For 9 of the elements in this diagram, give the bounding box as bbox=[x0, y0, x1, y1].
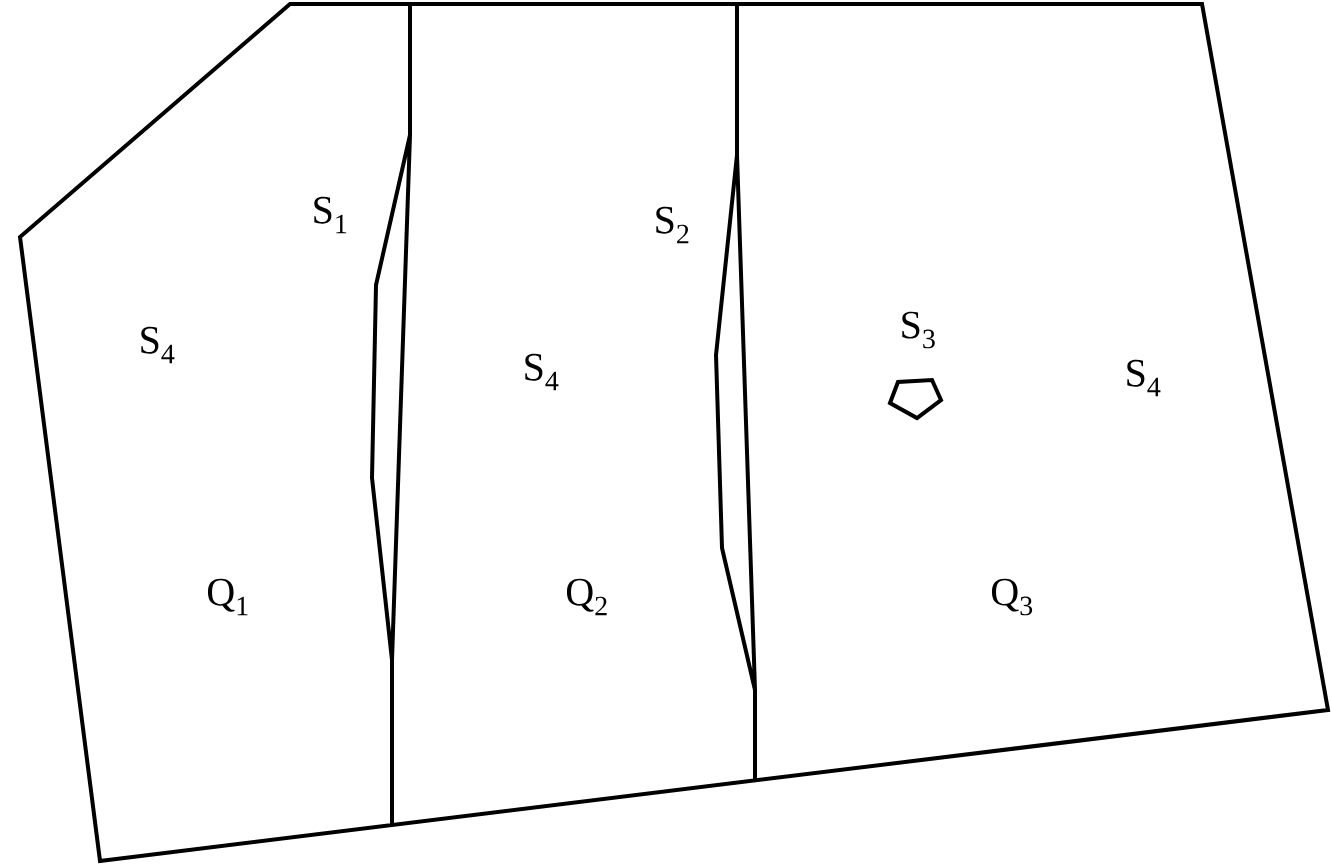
region-label: Q$_{2}$ bbox=[566, 578, 607, 616]
region-label: S$_{2}$ bbox=[656, 206, 689, 244]
region-label: Q$_{1}$ bbox=[207, 578, 248, 616]
region-label: S$_{4}$ bbox=[525, 353, 559, 391]
region-label: Q$_{3}$ bbox=[991, 578, 1033, 616]
region-label: S$_{4}$ bbox=[141, 326, 175, 364]
region-label: S$_{1}$ bbox=[314, 196, 347, 234]
region-label: S$_{3}$ bbox=[902, 311, 935, 349]
region-label: S$_{4}$ bbox=[1127, 359, 1161, 397]
